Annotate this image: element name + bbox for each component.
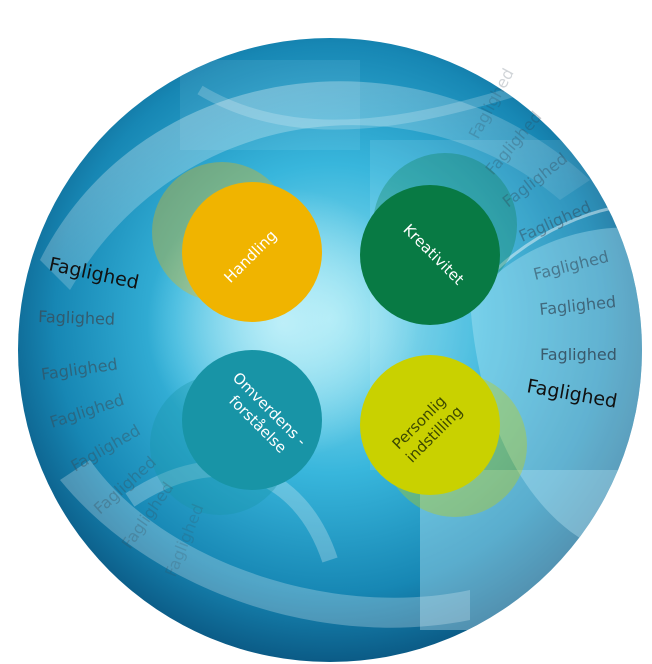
faglighed-left-2: Faglighed xyxy=(38,307,116,329)
circle-kreativitet: Kreativitet xyxy=(360,153,517,325)
circle-handling: Handling xyxy=(152,162,322,322)
circle-kreativitet-shape xyxy=(360,185,500,325)
circle-omverdens-shape xyxy=(182,350,322,490)
svg-text:Faglighed: Faglighed xyxy=(38,307,116,329)
faglighed-right-7: Faglighed xyxy=(540,345,617,364)
circle-personlig: Personlig indstilling xyxy=(360,355,527,517)
circle-omverdens: Omverdens - forståelse xyxy=(150,350,322,515)
circle-personlig-shape xyxy=(360,355,500,495)
circle-handling-shape xyxy=(182,182,322,322)
svg-text:Faglighed: Faglighed xyxy=(540,345,617,364)
